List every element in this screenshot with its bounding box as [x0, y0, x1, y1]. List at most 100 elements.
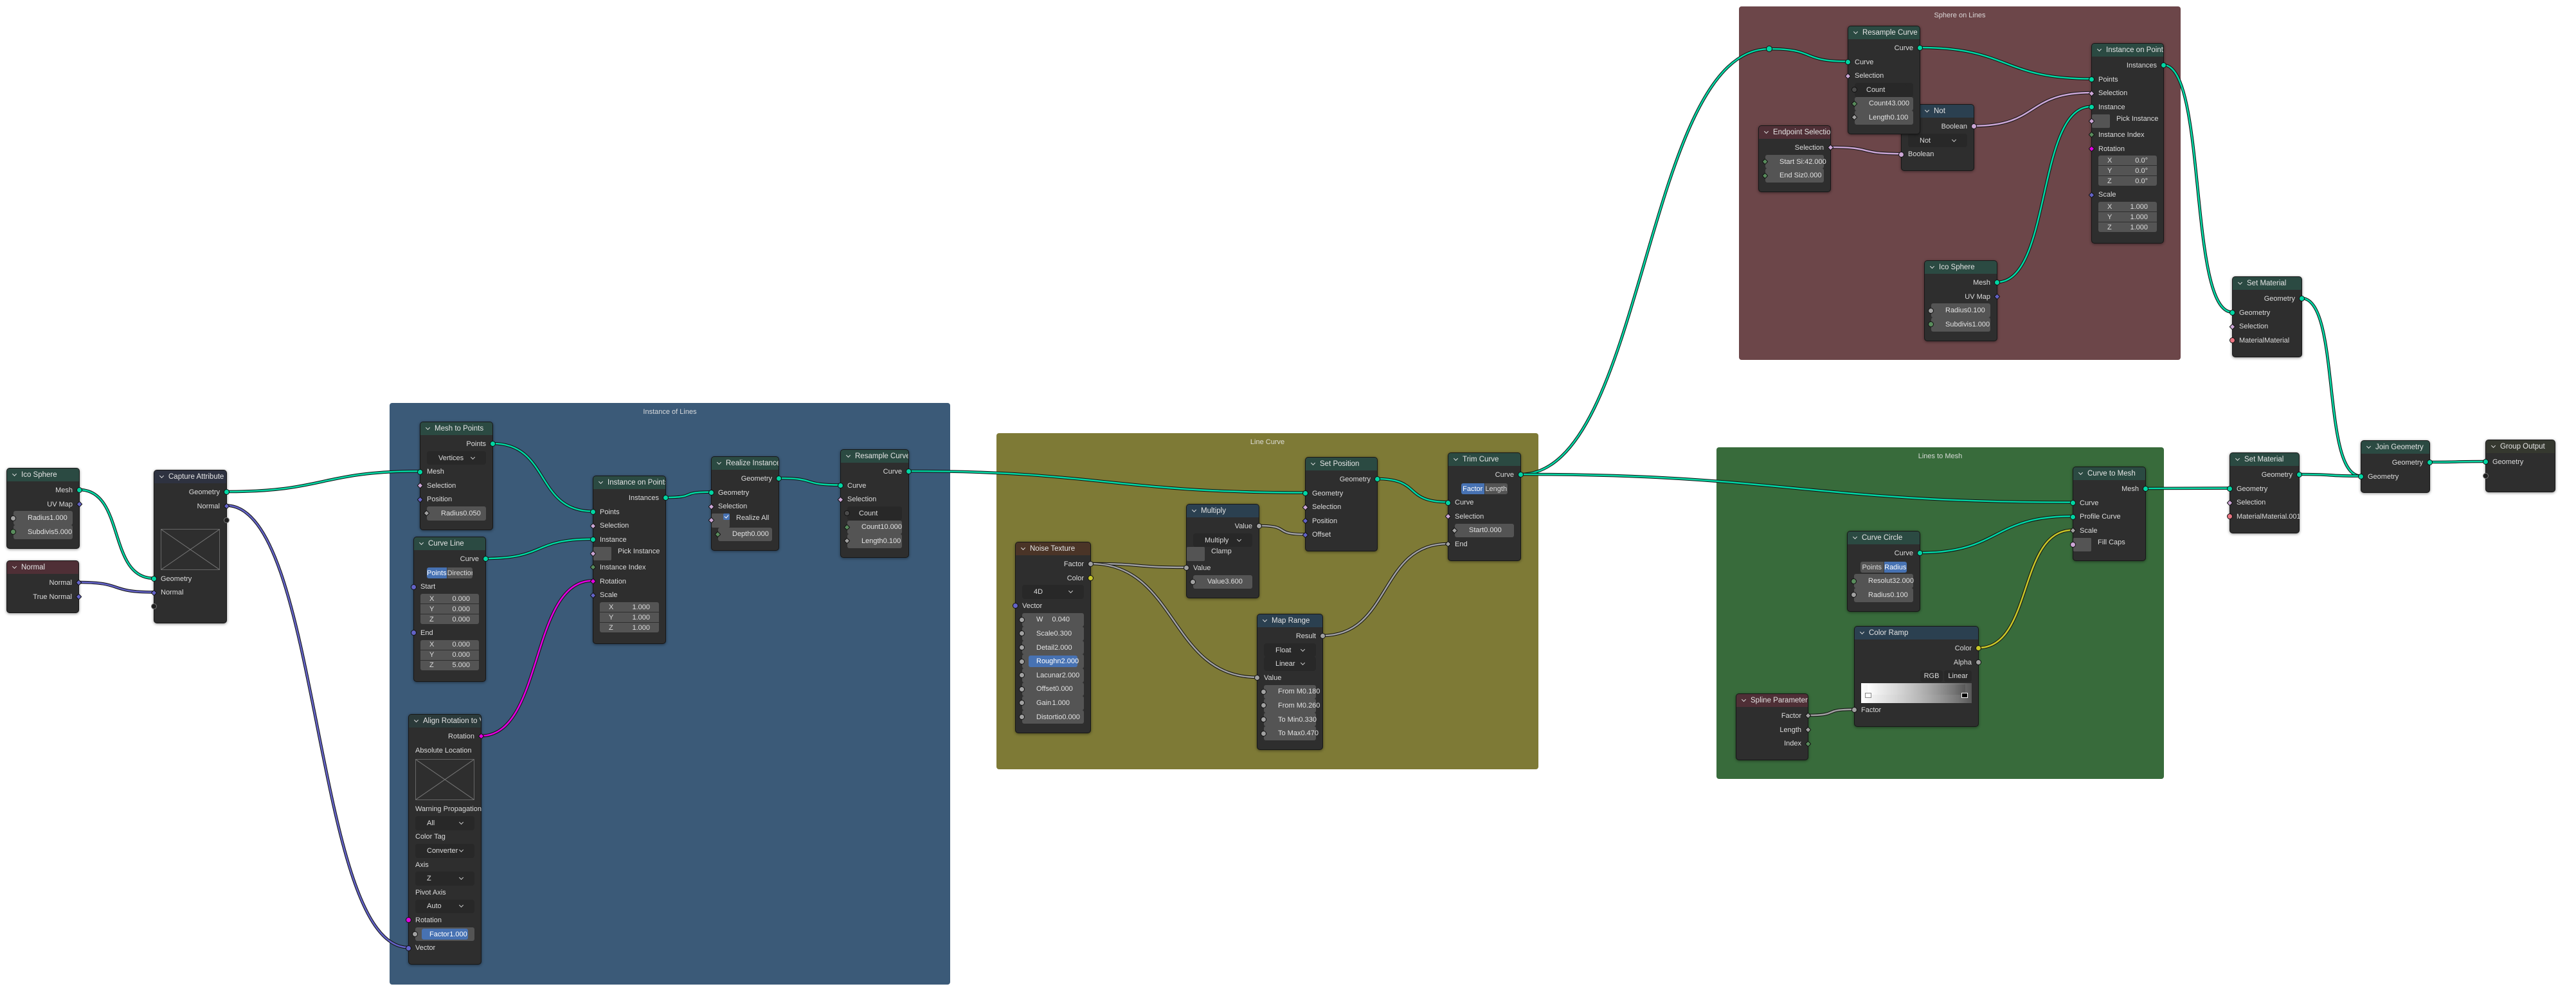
socket-geo[interactable]	[151, 576, 157, 582]
option-factor[interactable]: Factor	[1461, 483, 1484, 495]
socket-int-f[interactable]	[714, 531, 721, 538]
socket-float[interactable]	[1261, 688, 1266, 695]
link-wire[interactable]	[908, 469, 1306, 494]
socket-geo[interactable]	[1374, 476, 1380, 483]
collapse-chevron-icon[interactable]	[1310, 460, 1316, 466]
link-line[interactable]	[1769, 48, 1848, 62]
collapse-chevron-icon[interactable]	[419, 540, 424, 546]
node-header[interactable]: Mesh to Points	[420, 422, 492, 435]
link-line[interactable]	[78, 581, 154, 593]
link-wire[interactable]	[1322, 542, 1448, 638]
collapse-chevron-icon[interactable]	[1453, 456, 1459, 461]
collapse-chevron-icon[interactable]	[425, 425, 431, 431]
link-line[interactable]	[2429, 460, 2486, 463]
socket-float[interactable]	[1976, 659, 1981, 666]
socket-geo[interactable]	[1445, 499, 1451, 506]
link-line[interactable]	[226, 470, 420, 493]
link-line[interactable]	[485, 538, 593, 560]
node-header[interactable]: Ico Sphere	[1925, 261, 1997, 274]
collapse-chevron-icon[interactable]	[159, 473, 165, 479]
reroute-dot[interactable]	[1766, 46, 1772, 52]
socket-geo[interactable]	[1994, 280, 2000, 286]
dropdown-converter[interactable]: Converter	[422, 845, 468, 857]
node-header[interactable]: Curve Circle	[1848, 531, 1920, 544]
link-wire[interactable]	[1520, 472, 2073, 504]
node-header[interactable]: Trim Curve	[1448, 453, 1520, 466]
socket-geo[interactable]	[2358, 474, 2364, 480]
link-line[interactable]	[1977, 529, 2073, 649]
node-header[interactable]: Normal	[7, 561, 78, 574]
socket-geo[interactable]	[224, 489, 230, 496]
dropdown-all[interactable]: All	[422, 817, 468, 829]
collapse-chevron-icon[interactable]	[716, 460, 722, 465]
socket-int-f[interactable]	[1761, 158, 1769, 165]
socket-geo[interactable]	[590, 509, 596, 515]
link-line[interactable]	[1376, 478, 1448, 503]
link-wire[interactable]	[1090, 562, 1257, 679]
link-line[interactable]	[2163, 64, 2233, 313]
collapse-chevron-icon[interactable]	[845, 452, 851, 458]
node-header[interactable]: Endpoint Selection	[1759, 126, 1830, 139]
link-line[interactable]	[1258, 524, 1306, 535]
link-line[interactable]	[492, 442, 593, 512]
link-line[interactable]	[908, 470, 1306, 494]
collapse-chevron-icon[interactable]	[1262, 617, 1268, 623]
socket-float[interactable]	[1851, 592, 1857, 598]
option-points[interactable]: Points	[427, 567, 447, 579]
field-start-si[interactable]: Start Si:42.000	[1772, 156, 1826, 168]
socket-int[interactable]	[10, 529, 16, 535]
link-line[interactable]	[2301, 297, 2361, 477]
socket-rot[interactable]	[406, 917, 411, 924]
node-header[interactable]: Curve to Mesh	[2073, 467, 2145, 480]
link-line[interactable]	[1919, 515, 2073, 554]
link-wire[interactable]	[226, 469, 420, 494]
node-header[interactable]: Group Output	[2486, 440, 2555, 453]
socket-geo[interactable]	[2483, 459, 2489, 465]
node-header[interactable]: Set Material	[2230, 453, 2299, 466]
material-value[interactable]: Material	[2264, 336, 2290, 344]
dropdown-4d[interactable]: 4D	[1029, 586, 1077, 598]
socket-float[interactable]	[1190, 578, 1196, 585]
link-wire[interactable]	[78, 580, 154, 594]
node-header[interactable]: Join Geometry	[2361, 441, 2429, 454]
socket-float[interactable]	[1261, 717, 1266, 723]
link-wire[interactable]	[1919, 514, 2073, 555]
socket-geo[interactable]	[2161, 62, 2166, 69]
collapse-chevron-icon[interactable]	[1859, 629, 1865, 635]
socket-float[interactable]	[412, 931, 418, 938]
link-wire[interactable]	[1376, 477, 1448, 504]
socket-geo[interactable]	[2227, 486, 2233, 492]
socket-float[interactable]	[1019, 714, 1025, 720]
socket-geo[interactable]	[2089, 76, 2094, 83]
socket-geo[interactable]	[776, 476, 782, 482]
socket-float[interactable]	[1019, 645, 1025, 651]
link-wire[interactable]	[2429, 460, 2486, 464]
socket-geo[interactable]	[2143, 486, 2148, 492]
node-header[interactable]: Capture Attribute	[154, 470, 226, 483]
link-line[interactable]	[1973, 91, 2092, 127]
